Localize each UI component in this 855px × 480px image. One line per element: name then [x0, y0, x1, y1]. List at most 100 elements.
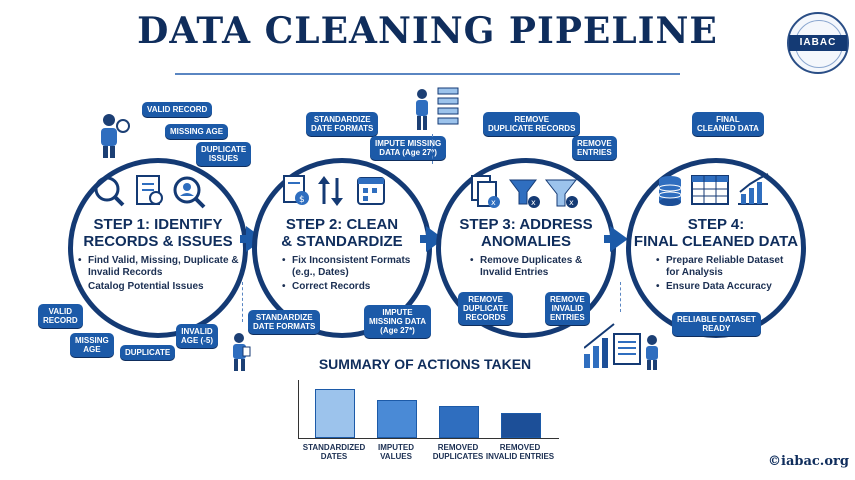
tag-label: ENTRIES: [577, 148, 612, 157]
arrow-3-stem: [604, 235, 612, 243]
person-data-board-icon: [416, 87, 459, 130]
step-1-icons: [94, 175, 206, 209]
arrow-2-stem: [420, 235, 428, 243]
tag-label: INVALID: [181, 327, 213, 336]
tag-label: RECORDS: [465, 313, 506, 322]
category-label-line: VALUES: [380, 452, 412, 461]
svg-text:x: x: [531, 198, 536, 207]
tag-label: DATE FORMATS: [311, 124, 374, 133]
tag-label: RELIABLE DATASET: [677, 315, 756, 324]
step-2-icons: $: [283, 175, 385, 206]
tag-label: STANDARDIZE: [255, 313, 313, 322]
chart-bar: [501, 413, 541, 438]
step-title-line: FINAL CLEANED DATA: [633, 233, 799, 250]
step-title-line: STEP 1: IDENTIFY: [93, 216, 223, 233]
database-icon: [658, 176, 682, 206]
step-title-line: STEP 3: ADDRESS: [459, 216, 593, 233]
page-title: DATA CLEANING PIPELINE: [137, 10, 718, 52]
tag-label: CLEANED DATA: [697, 124, 759, 133]
step-4-icons: [658, 173, 769, 206]
svg-text:$: $: [299, 195, 305, 205]
sort-arrows-icon: [318, 176, 343, 206]
category-label-line: REMOVED: [499, 443, 541, 452]
step-3-bullets: Remove Duplicates & Invalid Entries: [470, 255, 590, 281]
svg-text:x: x: [569, 198, 574, 207]
chart-bar: [439, 406, 479, 438]
tag-valid-record: VALID RECORD: [142, 102, 213, 117]
person-with-tablet-icon: [233, 333, 251, 371]
tag-label: DUPLICATE: [463, 304, 509, 313]
analytics-dashboard-icon: [584, 323, 658, 370]
tag-label: VALID RECORD: [147, 105, 208, 114]
chart-bar: [315, 389, 355, 438]
bullet-item: Fix Inconsistent Formats (e.g., Dates): [282, 255, 412, 279]
step-2-circle: [252, 158, 432, 338]
tag-label: ENTRIES: [550, 313, 585, 322]
iabac-logo: IABAC: [787, 12, 849, 74]
tag-missing-age: MISSING AGE: [165, 124, 229, 139]
tag-label: DUPLICATE: [201, 145, 247, 154]
user-search-icon: [173, 176, 206, 209]
category-label-line: DATES: [320, 452, 348, 461]
filter-remove-icon: x: [509, 179, 540, 208]
bullet-item: Prepare Reliable Dataset for Analysis: [656, 255, 786, 279]
arrow-1-stem: [240, 235, 248, 243]
step-4-bullets: Prepare Reliable Dataset for Analysis En…: [656, 255, 786, 295]
dashed-connector: [242, 282, 243, 322]
category-label-line: IMPUTED: [378, 443, 414, 452]
document-search-icon: [136, 175, 163, 205]
logo-text: IABAC: [789, 35, 847, 51]
tag-label: DATA (Age 27*): [379, 148, 437, 157]
bullet-item: Correct Records: [282, 281, 412, 293]
bullet-item: Ensure Data Accuracy: [656, 281, 786, 293]
analyst-icon: [101, 114, 130, 158]
tag-label: REMOVE: [577, 139, 612, 148]
chart-plot-area: [298, 380, 559, 439]
chart-title: SUMMARY OF ACTIONS TAKEN: [318, 356, 532, 372]
title-underline: [175, 73, 680, 75]
tag-label: MISSING: [75, 336, 109, 345]
bullet-item: Find Valid, Missing, Duplicate & Invalid…: [78, 255, 248, 279]
step-4-title: STEP 4:FINAL CLEANED DATA: [626, 216, 806, 250]
step-title-line: STEP 2: CLEAN: [285, 216, 399, 233]
tag-label: READY: [702, 324, 731, 333]
tag-label: DATE FORMATS: [253, 322, 316, 331]
step-3-icons: x x x: [471, 175, 578, 208]
funnel-remove-icon: x: [544, 179, 578, 208]
step-title-line: & STANDARDIZE: [281, 233, 403, 250]
tag-label: AGE (-5): [181, 336, 213, 345]
dashed-connector: [432, 134, 433, 164]
tag-label: RECORD: [43, 316, 78, 325]
tag-label: INVALID: [551, 304, 584, 313]
spreadsheet-icon: [691, 175, 729, 205]
tag-label: ISSUES: [208, 154, 239, 163]
tag-duplicate-bottom: DUPLICATE: [120, 345, 176, 360]
category-label-line: DUPLICATES: [432, 452, 484, 461]
tag-label: REMOVE: [468, 295, 503, 304]
arrow-3-icon: [610, 226, 628, 252]
bullet-item: Catalog Potential Issues: [78, 281, 248, 293]
tag-label: IMPUTE: [382, 308, 413, 317]
tag-label: IMPUTE MISSING: [375, 139, 442, 148]
tag-label: MISSING AGE: [170, 127, 224, 136]
tag-label: REMOVE: [550, 295, 585, 304]
tag-label: FINAL: [716, 115, 740, 124]
dashed-connector: [620, 282, 621, 312]
tag-label: STANDARDIZE: [313, 115, 371, 124]
